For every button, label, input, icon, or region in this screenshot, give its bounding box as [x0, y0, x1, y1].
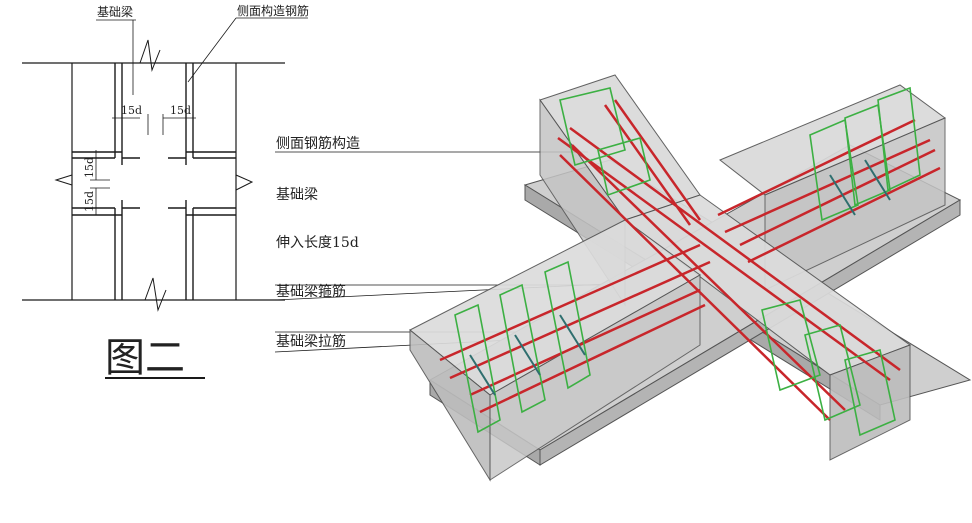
callout-beam: 基础梁 [276, 186, 318, 203]
beam-label: 基础梁 [97, 4, 133, 19]
dim-top-left: 15d [121, 104, 142, 117]
longitudinal-rebar-a [557, 99, 901, 421]
callout-tie-bar: 基础梁拉筋 [276, 333, 346, 350]
dim-top-right: 15d [170, 104, 191, 117]
callout-stirrup: 基础梁箍筋 [276, 283, 346, 300]
isometric-cross-beam [409, 74, 972, 482]
stirrups [454, 86, 921, 437]
side-bar-label: 侧面构造钢筋 [237, 3, 309, 18]
figure-title: 图二 [105, 335, 185, 381]
dim-side-upper: 15d [83, 157, 96, 178]
tie-bars [469, 159, 891, 396]
callout-extension-length: 伸入长度15d [276, 235, 359, 251]
dim-side-lower: 15d [83, 191, 96, 212]
callout-side-rebar: 侧面钢筋构造 [276, 135, 360, 152]
plan-view [22, 17, 308, 312]
